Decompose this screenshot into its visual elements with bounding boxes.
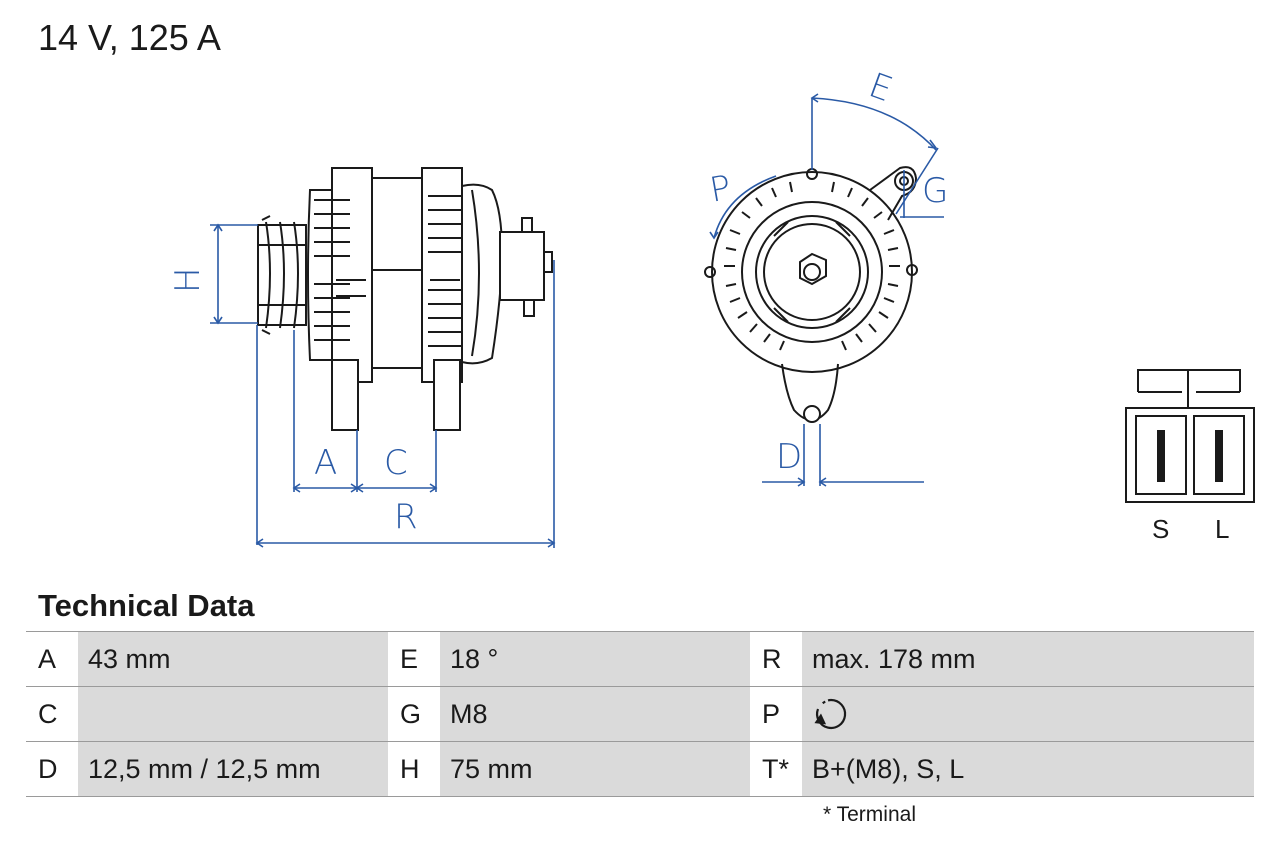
clockwise-rotation-icon	[814, 698, 847, 730]
connector-label-l: L	[1215, 514, 1230, 544]
footnote: * Terminal	[823, 803, 916, 826]
dimension-label-c: C	[384, 443, 408, 483]
side-view	[257, 167, 553, 431]
dimension-label-e: E	[864, 65, 898, 110]
spec-key: D	[26, 741, 78, 797]
technical-data-heading: Technical Data	[38, 588, 255, 623]
dimension-label-a: A	[314, 443, 337, 483]
dimension-label-r: R	[394, 497, 418, 537]
side-view-dimensions	[210, 223, 556, 548]
spec-key: R	[750, 631, 802, 687]
front-view	[704, 166, 918, 423]
spec-value: max. 178 mm	[802, 631, 1254, 687]
spec-value: 18 °	[440, 631, 750, 687]
technical-data-table: A 43 mm E 18 ° R max. 178 mm C G M8 P D …	[26, 631, 1254, 797]
spec-value	[78, 686, 388, 742]
spec-value	[802, 686, 1254, 742]
front-view-dimensions	[709, 93, 944, 487]
dimension-label-p: P	[707, 168, 734, 211]
spec-key: A	[26, 631, 78, 687]
spec-key: E	[388, 631, 440, 687]
spec-key: H	[388, 741, 440, 797]
table-row: D 12,5 mm / 12,5 mm H 75 mm T* B+(M8), S…	[26, 741, 1254, 797]
spec-value: M8	[440, 686, 750, 742]
spec-value: 43 mm	[78, 631, 388, 687]
connector-plug-icon	[1125, 369, 1255, 503]
spec-key: T*	[750, 741, 802, 797]
dimension-label-h: H	[168, 267, 208, 293]
spec-value: B+(M8), S, L	[802, 741, 1254, 797]
dimension-label-g: G	[922, 171, 948, 211]
spec-value: 75 mm	[440, 741, 750, 797]
connector-label-s: S	[1152, 514, 1170, 544]
page-title: 14 V, 125 A	[38, 17, 221, 58]
table-row: A 43 mm E 18 ° R max. 178 mm	[26, 631, 1254, 687]
spec-key: P	[750, 686, 802, 742]
table-row: C G M8 P	[26, 686, 1254, 742]
spec-key: G	[388, 686, 440, 742]
alternator-drawing: H A C R	[168, 65, 1255, 548]
spec-value: 12,5 mm / 12,5 mm	[78, 741, 388, 797]
spec-key: C	[26, 686, 78, 742]
dimension-label-d: D	[776, 437, 802, 477]
